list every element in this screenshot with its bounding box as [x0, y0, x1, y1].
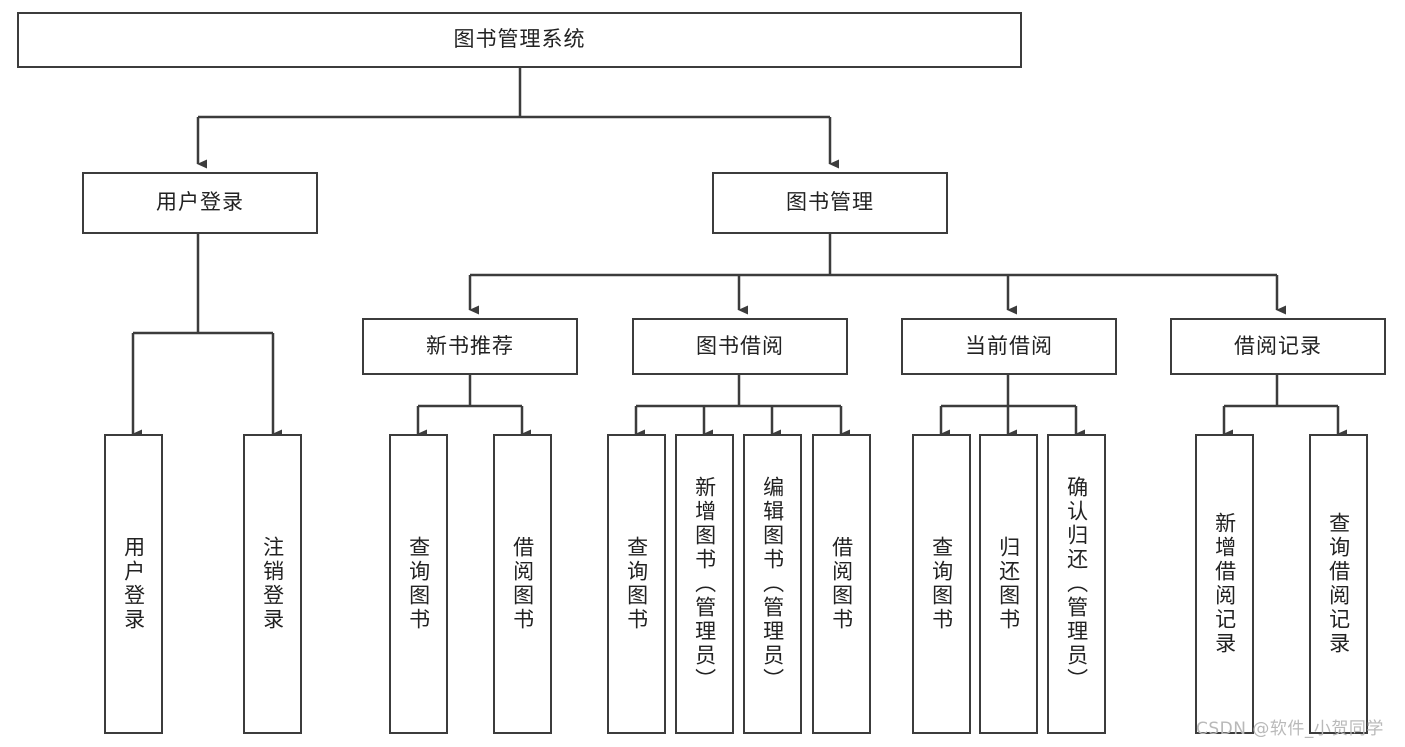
- leaf-query-book-current[interactable]: 查询图书: [912, 434, 971, 734]
- node-user-login[interactable]: 用户登录: [82, 172, 318, 234]
- leaf-edit-book[interactable]: 编辑图书（管理员）: [743, 434, 802, 734]
- leaf-borrow-book[interactable]: 借阅图书: [812, 434, 871, 734]
- node-label: 当前借阅: [965, 333, 1053, 358]
- node-label: 查询图书: [624, 536, 649, 632]
- node-label: 查询借阅记录: [1326, 512, 1351, 656]
- node-borrow-record[interactable]: 借阅记录: [1170, 318, 1386, 375]
- leaf-query-borrow-record[interactable]: 查询借阅记录: [1309, 434, 1368, 734]
- node-label: 新增图书（管理员）: [692, 476, 717, 692]
- node-book-management-system[interactable]: 图书管理系统: [17, 12, 1022, 68]
- node-new-book-recommend[interactable]: 新书推荐: [362, 318, 578, 375]
- node-label: 新增借阅记录: [1212, 512, 1237, 656]
- node-book-management[interactable]: 图书管理: [712, 172, 948, 234]
- node-label: 确认归还（管理员）: [1064, 476, 1089, 692]
- csdn-watermark: CSDN @软件_小贺同学: [1196, 719, 1384, 739]
- leaf-borrow-book-new-book[interactable]: 借阅图书: [493, 434, 552, 734]
- node-book-borrow[interactable]: 图书借阅: [632, 318, 848, 375]
- node-label: 图书借阅: [696, 333, 784, 358]
- node-label: 图书管理系统: [453, 27, 586, 52]
- leaf-logout-login[interactable]: 注销登录: [243, 434, 302, 734]
- node-label: 注销登录: [260, 536, 285, 632]
- leaf-query-book-new-book[interactable]: 查询图书: [389, 434, 448, 734]
- leaf-add-borrow-record[interactable]: 新增借阅记录: [1195, 434, 1254, 734]
- node-label: 新书推荐: [426, 333, 514, 358]
- leaf-user-login[interactable]: 用户登录: [104, 434, 163, 734]
- leaf-add-book[interactable]: 新增图书（管理员）: [675, 434, 734, 734]
- leaf-return-book[interactable]: 归还图书: [979, 434, 1038, 734]
- node-label: 查询图书: [929, 536, 954, 632]
- node-label: 图书管理: [786, 190, 874, 215]
- leaf-query-book-borrow[interactable]: 查询图书: [607, 434, 666, 734]
- node-label: 借阅图书: [510, 536, 535, 632]
- node-label: 用户登录: [156, 190, 244, 215]
- node-label: 借阅记录: [1234, 333, 1322, 358]
- node-label: 用户登录: [121, 536, 146, 632]
- node-label: 查询图书: [406, 536, 431, 632]
- leaf-confirm-return[interactable]: 确认归还（管理员）: [1047, 434, 1106, 734]
- node-current-borrow[interactable]: 当前借阅: [901, 318, 1117, 375]
- node-label: 归还图书: [996, 536, 1021, 632]
- node-label: 借阅图书: [829, 536, 854, 632]
- node-label: 编辑图书（管理员）: [760, 476, 785, 692]
